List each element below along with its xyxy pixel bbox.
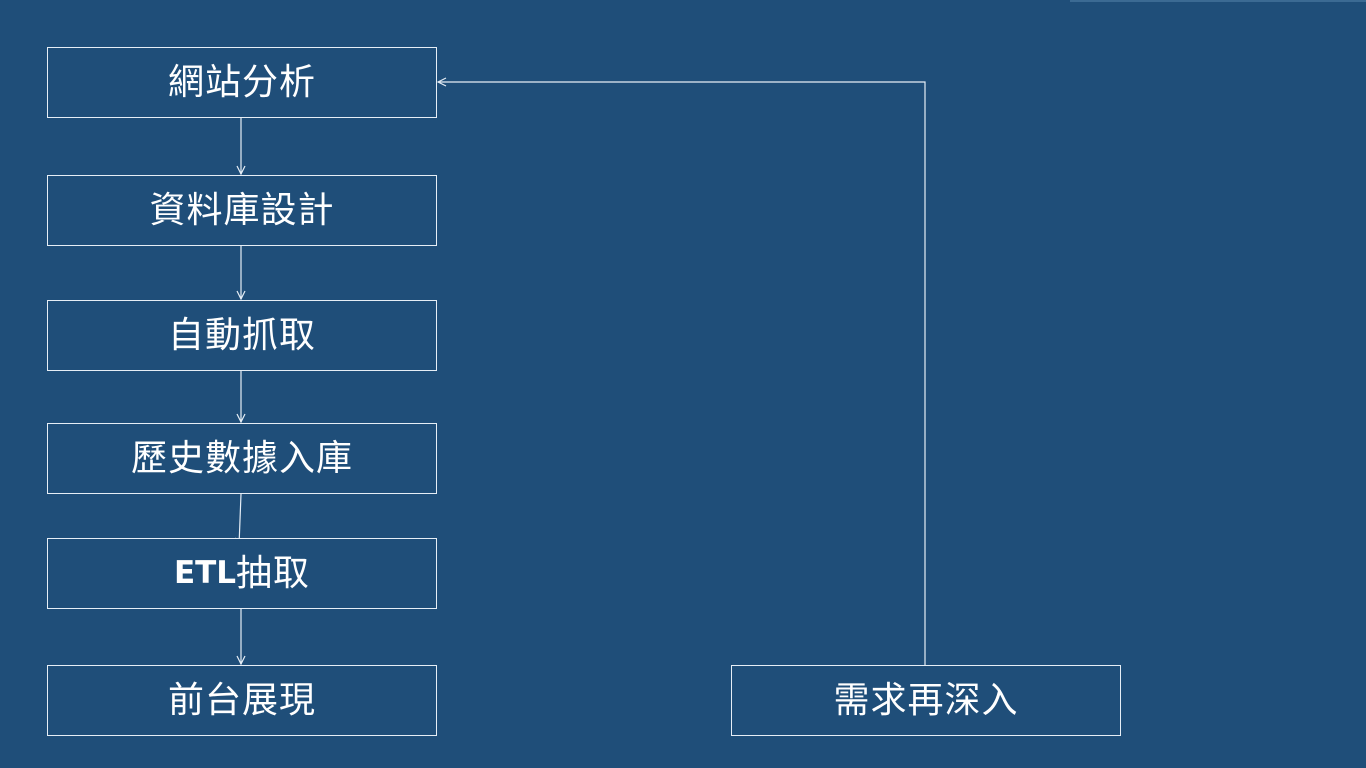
node-deeper-requirements: 需求再深入 <box>731 665 1121 736</box>
arrow-history-to-etl <box>239 493 241 546</box>
node-auto-crawl: 自動抓取 <box>47 300 437 371</box>
node-database-design: 資料庫設計 <box>47 175 437 246</box>
node-label-extract: 抽取 <box>236 552 311 594</box>
node-website-analysis: 網站分析 <box>47 47 437 118</box>
node-label: 資料庫設計 <box>149 189 335 231</box>
node-label: 網站分析 <box>167 61 316 103</box>
node-label: 需求再深入 <box>833 679 1019 721</box>
arrow-feedback-to-website <box>438 82 926 665</box>
node-label: 歷史數據入庫 <box>130 437 353 479</box>
node-history-load: 歷史數據入庫 <box>47 423 437 494</box>
node-frontend-display: 前台展現 <box>47 665 437 736</box>
node-label: 前台展現 <box>167 679 316 721</box>
top-edge-accent <box>1070 0 1366 2</box>
node-label-etl: ETL <box>173 555 237 591</box>
node-label: 自動抓取 <box>167 314 316 356</box>
